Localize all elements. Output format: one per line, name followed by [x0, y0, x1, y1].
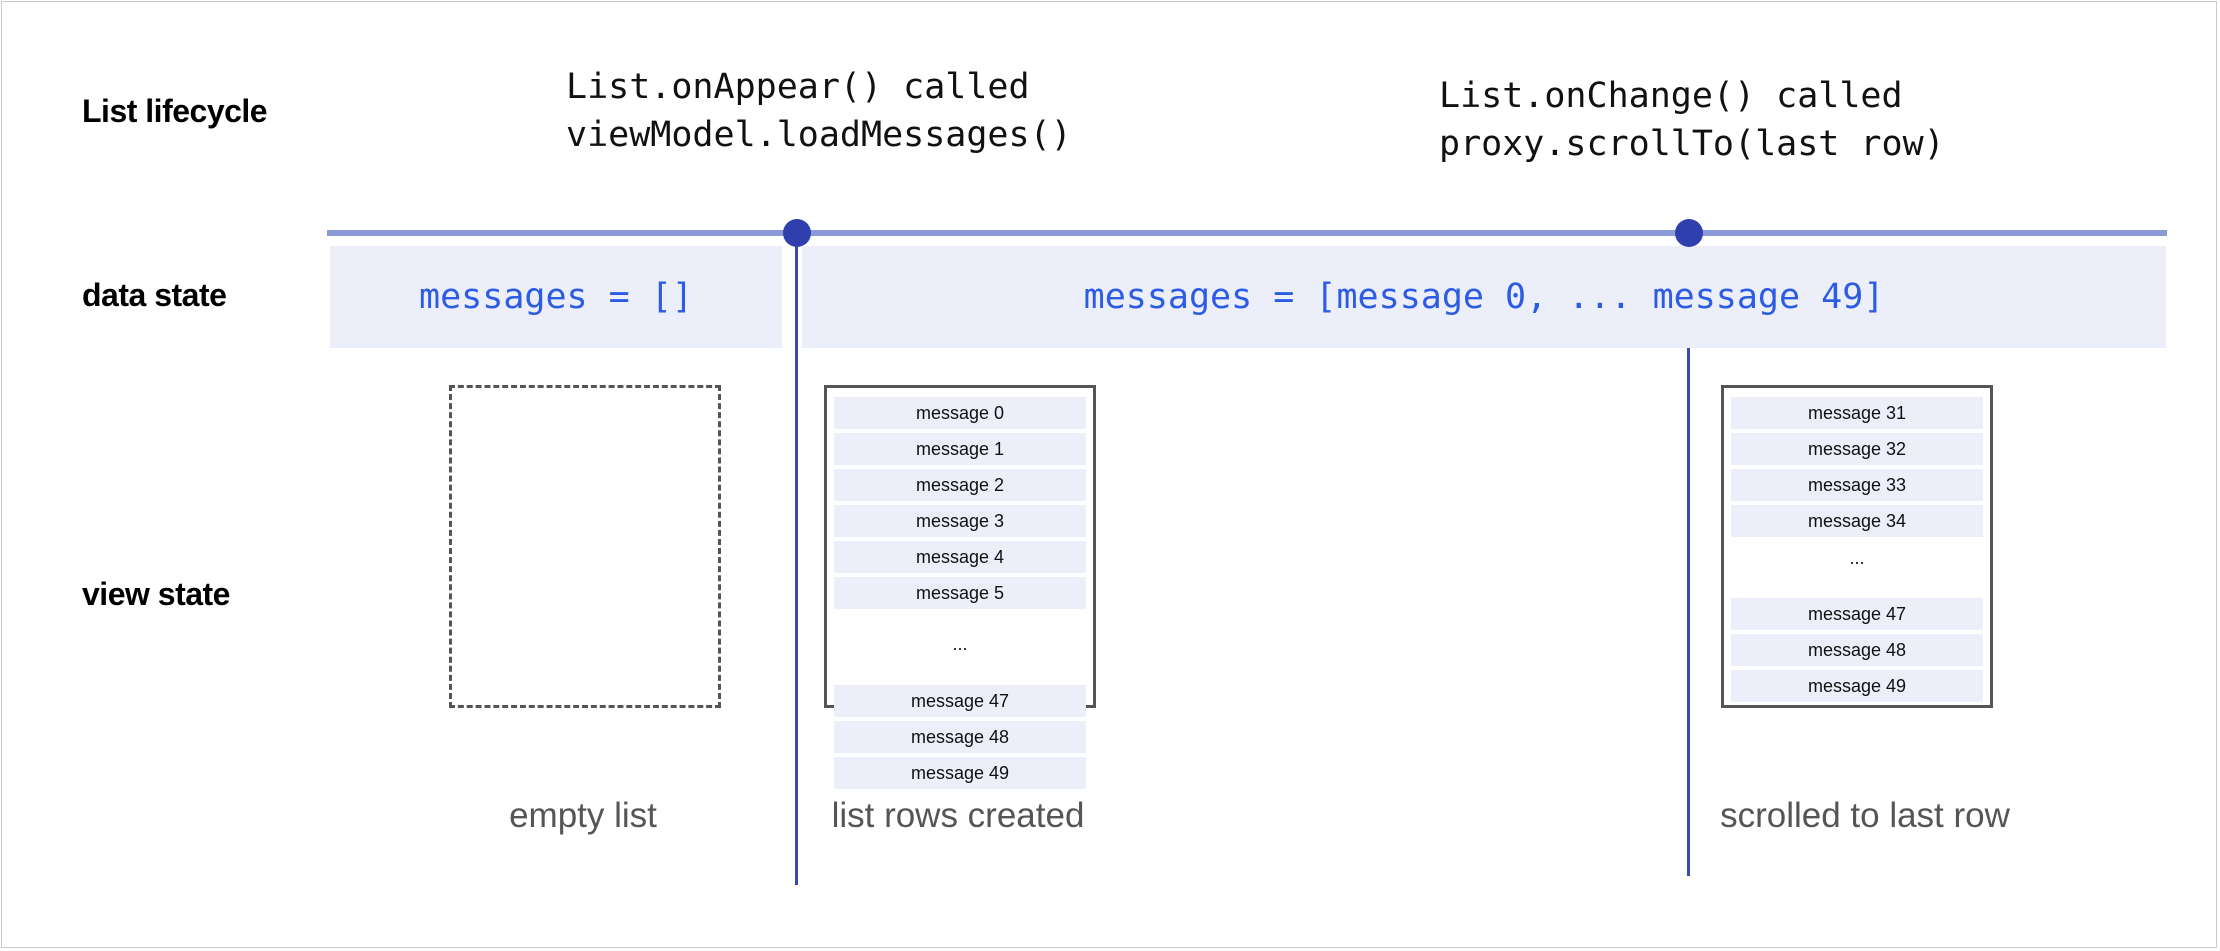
on-appear-line1: List.onAppear() called — [566, 67, 1030, 107]
list-row: message 4 — [834, 541, 1086, 573]
list-row: message 32 — [1731, 433, 1983, 465]
caption-list-rows-created: list rows created — [831, 796, 1085, 835]
list-row: message 1 — [834, 433, 1086, 465]
caption-empty-list: empty list — [509, 796, 657, 835]
data-state-empty-band: messages = [] — [330, 246, 782, 348]
on-appear-line2: viewModel.loadMessages() — [566, 115, 1072, 155]
on-change-line1: List.onChange() called — [1439, 76, 1903, 116]
list-row: message 48 — [834, 721, 1086, 753]
list-row: message 5 — [834, 577, 1086, 609]
caption-scrolled-to-last-row: scrolled to last row — [1720, 796, 2010, 835]
list-row: message 0 — [834, 397, 1086, 429]
list-row: message 2 — [834, 469, 1086, 501]
list-row: message 33 — [1731, 469, 1983, 501]
scrolled-list-frame — [1721, 385, 1993, 708]
data-state-empty-text: messages = [] — [419, 277, 693, 317]
list-row: message 48 — [1731, 634, 1983, 666]
row-label-view-state: view state — [82, 576, 230, 612]
on-appear-marker — [783, 219, 811, 247]
timeline — [327, 230, 2167, 236]
row-label-lifecycle: List lifecycle — [82, 93, 268, 129]
scrolled-list-ellipsis: ... — [1849, 548, 1865, 568]
row-label-data-state: data state — [82, 277, 227, 313]
list-row: message 34 — [1731, 505, 1983, 537]
on-appear-marker-line — [795, 233, 798, 885]
on-change-marker-line — [1687, 348, 1690, 876]
data-state-loaded-text: messages = [message 0, ... message 49] — [1083, 277, 1885, 317]
on-appear-annotation: List.onAppear() called viewModel.loadMes… — [566, 63, 1072, 159]
on-change-line2: proxy.scrollTo(last row) — [1439, 124, 1945, 164]
list-row: message 47 — [834, 685, 1086, 717]
data-state-loaded-band: messages = [message 0, ... message 49] — [802, 246, 2166, 348]
on-change-annotation: List.onChange() called proxy.scrollTo(la… — [1439, 72, 1945, 168]
created-list-ellipsis: ... — [952, 634, 968, 654]
list-row: message 47 — [1731, 598, 1983, 630]
empty-list-placeholder — [449, 385, 721, 708]
on-change-marker — [1675, 219, 1703, 247]
list-row: message 3 — [834, 505, 1086, 537]
list-row: message 49 — [1731, 670, 1983, 702]
list-row: message 31 — [1731, 397, 1983, 429]
list-row: message 49 — [834, 757, 1086, 789]
